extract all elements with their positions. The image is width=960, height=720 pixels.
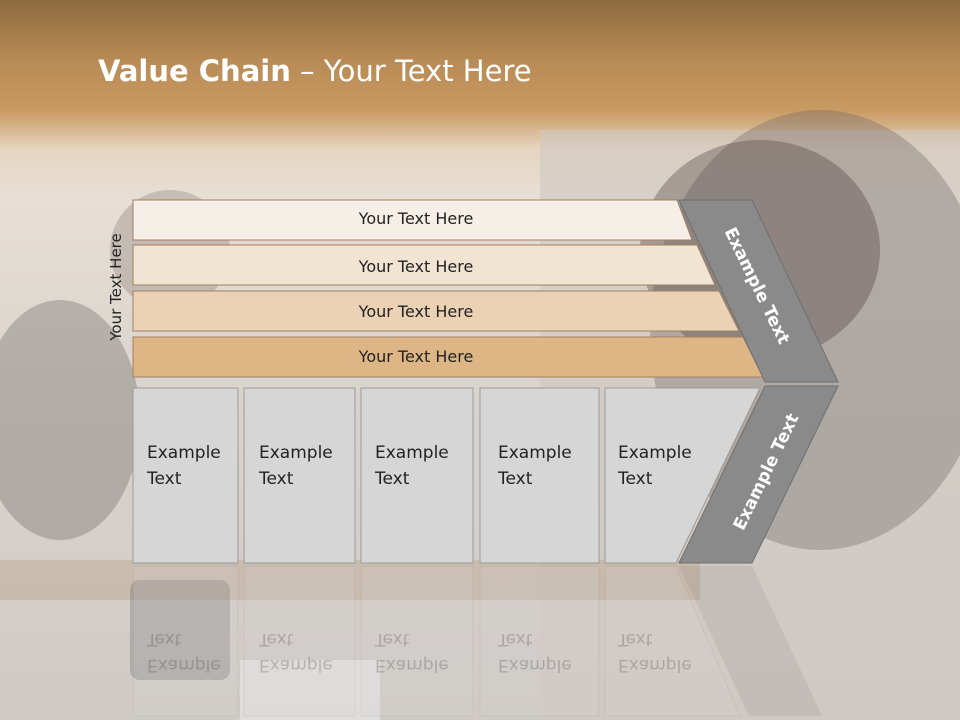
bar-4-label: Your Text Here <box>358 347 474 366</box>
bar-1-label: Your Text Here <box>358 209 474 228</box>
chevron-upper-shape <box>678 199 839 383</box>
bar-1-shape <box>132 199 693 241</box>
box-3-shape <box>360 387 474 564</box>
box-2-shape <box>243 387 356 564</box>
diagram-reflection <box>132 565 822 717</box>
title-rest: – Your Text Here <box>290 54 532 88</box>
box-1-label: Example Text <box>147 443 221 489</box>
bar-2-shape <box>132 244 716 286</box>
box-3-label: Example Text <box>375 443 449 489</box>
bar-2-label: Your Text Here <box>358 257 474 276</box>
bar-3-shape <box>132 290 740 332</box>
bar-3-label: Your Text Here <box>358 302 474 321</box>
box-5-shape <box>604 387 761 564</box>
slide-title: Value Chain – Your Text Here <box>98 54 532 88</box>
box-4-label: Example Text <box>498 443 572 489</box>
box-2-label: Example Text <box>259 443 333 489</box>
box-1-shape <box>132 387 239 564</box>
title-bold: Value Chain <box>98 54 291 88</box>
box-4-shape <box>479 387 600 564</box>
chevron-lower-shape <box>678 385 839 564</box>
box-5-label: Example Text <box>618 443 692 489</box>
